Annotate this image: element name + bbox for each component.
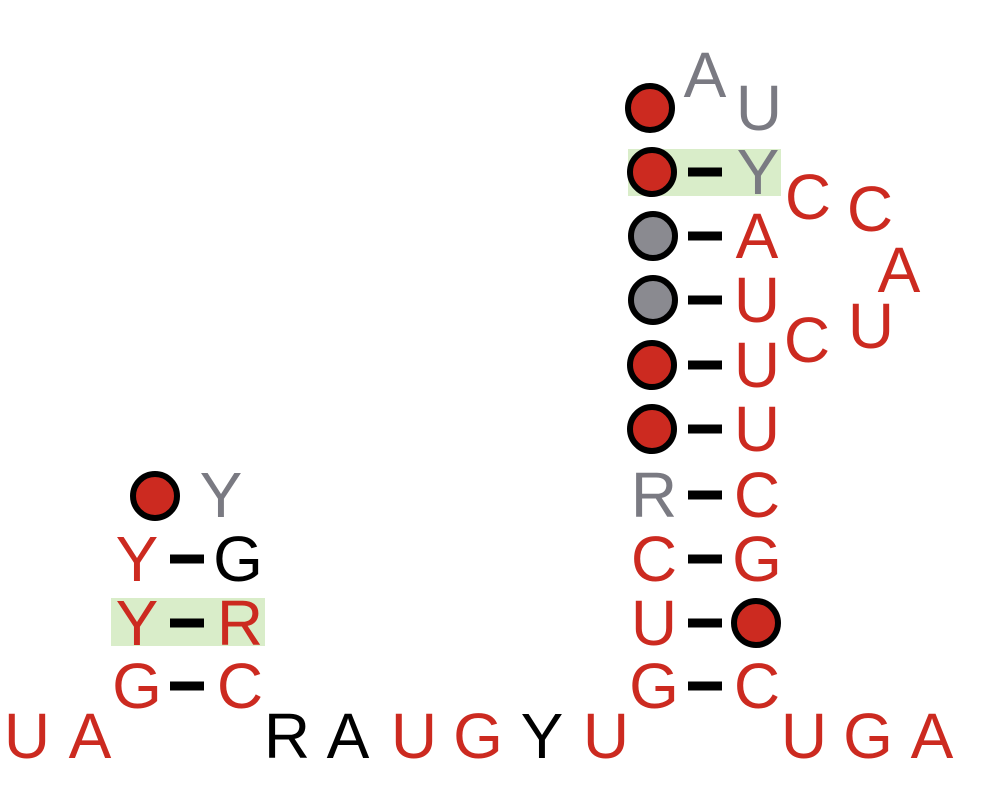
nucleotide-circle-marker: [625, 83, 675, 133]
nucleotide-base: C: [784, 304, 830, 376]
nucleotide-base: G: [112, 650, 162, 722]
nucleotide-base: A: [327, 700, 370, 772]
nucleotide-circle-marker: [628, 211, 678, 261]
base-pair-bond: [688, 681, 722, 691]
base-pair-layer: [170, 167, 722, 691]
nucleotide-base: Y: [116, 523, 159, 595]
nucleotide-base: G: [453, 700, 503, 772]
nucleotide-base: C: [217, 650, 263, 722]
highlight-layer: [111, 149, 781, 646]
nucleotide-base: U: [734, 264, 780, 336]
nucleotide-circle-marker: [628, 275, 678, 325]
base-pair-bond: [688, 360, 722, 370]
base-pair-bond: [688, 295, 722, 305]
nucleotide-base: G: [213, 523, 263, 595]
nucleotide-base: G: [843, 700, 893, 772]
nucleotide-base: C: [785, 161, 831, 233]
base-pair-bond: [170, 681, 204, 691]
base-pair-bond: [688, 424, 722, 434]
nucleotide-base: R: [264, 700, 310, 772]
nucleotide-base: U: [734, 329, 780, 401]
base-pair-bond: [688, 167, 722, 177]
nucleotide-base: A: [69, 700, 112, 772]
base-pair-bond: [170, 618, 204, 628]
nucleotide-base: U: [781, 700, 827, 772]
nucleotide-base: U: [631, 587, 677, 659]
nucleotide-base: Y: [116, 587, 159, 659]
nucleotide-base: U: [736, 72, 782, 144]
nucleotide-base: G: [629, 650, 679, 722]
base-pair-bond: [688, 231, 722, 241]
nucleotide-circle-marker: [627, 340, 677, 390]
base-pair-bond: [170, 554, 204, 564]
nucleotide-base: C: [847, 173, 893, 245]
nucleotide-base: C: [631, 523, 677, 595]
nucleotide-circle-marker: [627, 404, 677, 454]
nucleotide-circle-marker: [627, 147, 677, 197]
nucleotide-base: A: [684, 39, 727, 111]
nucleotide-base: A: [911, 700, 954, 772]
nucleotide-circle-marker: [731, 598, 781, 648]
nucleotide-base: A: [878, 234, 921, 306]
nucleotide-base: A: [736, 200, 779, 272]
nucleotide-base: G: [732, 523, 782, 595]
nucleotide-circle-marker: [130, 471, 180, 521]
nucleotide-base: U: [734, 393, 780, 465]
circle-layer: [130, 83, 781, 648]
nucleotide-base: U: [583, 700, 629, 772]
nucleotide-base: Y: [521, 700, 564, 772]
base-pair-bond: [688, 618, 722, 628]
nucleotide-base: Y: [737, 136, 780, 208]
nucleotide-base: R: [631, 459, 677, 531]
base-pair-bond: [688, 554, 722, 564]
nucleotide-base: C: [734, 650, 780, 722]
nucleotide-base: U: [4, 700, 50, 772]
nucleotide-base: U: [848, 290, 894, 362]
nucleotide-base: Y: [200, 459, 243, 531]
base-pair-bond: [688, 490, 722, 500]
nucleotide-base: C: [734, 459, 780, 531]
nucleotide-base: U: [391, 700, 437, 772]
nucleotide-base: R: [217, 587, 263, 659]
